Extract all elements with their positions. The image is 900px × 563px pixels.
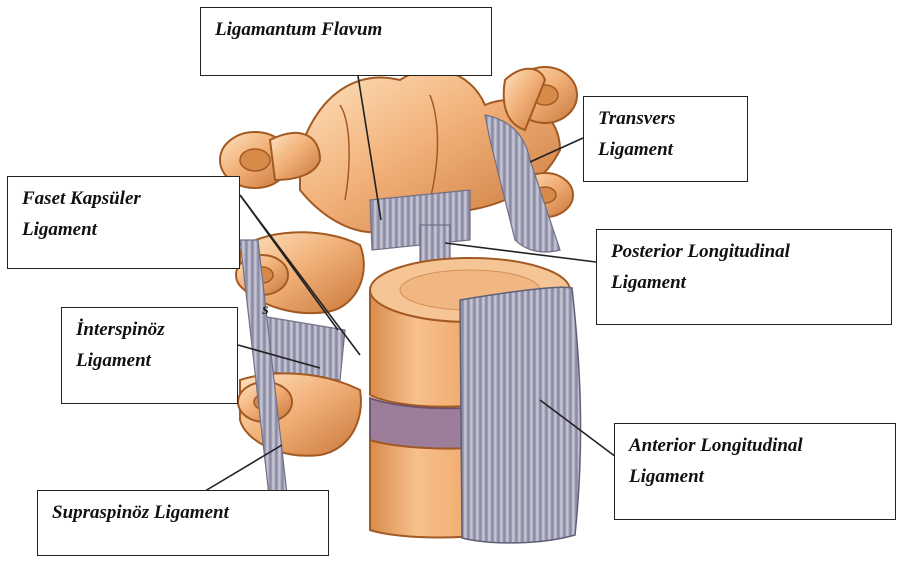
label-anterior-longitudinal-ligament: Anterior Longitudinal Ligament (614, 423, 896, 520)
label-interspinoz-ligament: İnterspinöz Ligament (61, 307, 238, 404)
label-supraspinoz-ligament: Supraspinöz Ligament (37, 490, 329, 556)
label-posterior-longitudinal-ligament: Posterior Longitudinal Ligament (596, 229, 892, 325)
label-faset-kapsuler-ligament: Faset Kapsüler Ligament (7, 176, 240, 269)
label-ligamentum-flavum: Ligamantum Flavum (200, 7, 492, 76)
label-transvers-ligament: Transvers Ligament (583, 96, 748, 182)
label-small-s: S (262, 303, 269, 317)
anterior-ligament-shape (460, 287, 581, 543)
